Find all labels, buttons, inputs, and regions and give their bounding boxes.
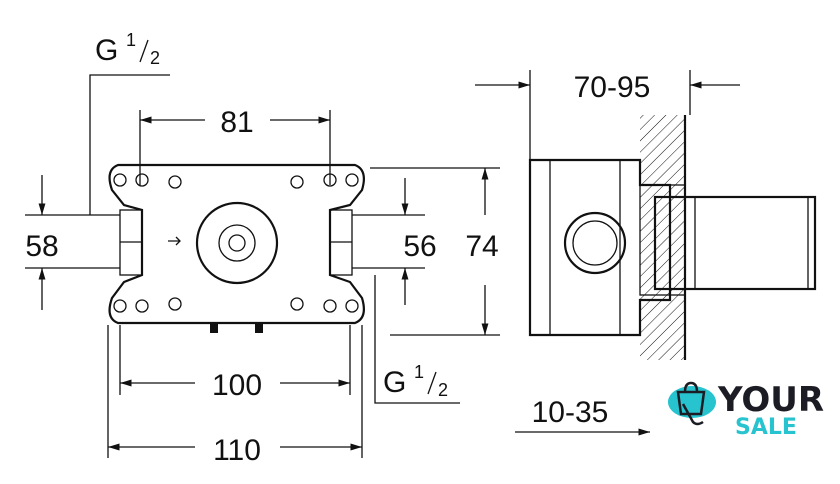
hole-spacing-label: 81 (220, 106, 253, 139)
thread-bottom-label: G (383, 366, 406, 399)
width-inner-label: 100 (212, 369, 262, 402)
thread-top-num: 1 (126, 30, 136, 50)
yoursale-logo: YOUR SALE (668, 380, 824, 440)
depth-range-label: 70-95 (574, 71, 651, 104)
shopping-bag-icon (676, 390, 706, 416)
thread-bottom-num: 1 (414, 362, 424, 382)
wall-range-label: 10-35 (532, 396, 609, 429)
logo-sale: SALE (735, 415, 797, 440)
center-port (195, 201, 279, 285)
thread-top-den: 2 (150, 48, 160, 68)
width-total-label: 110 (213, 434, 261, 467)
thread-top-label: G (95, 34, 118, 67)
hand-pointer-icon (681, 403, 704, 426)
thread-bottom-den: 2 (438, 380, 448, 400)
height-left-label: 58 (25, 230, 58, 263)
height-total-label: 74 (465, 230, 498, 263)
side-view (528, 115, 817, 360)
front-view (108, 163, 365, 333)
logo-your: YOUR (717, 380, 824, 420)
height-inner-label: 56 (403, 230, 436, 263)
